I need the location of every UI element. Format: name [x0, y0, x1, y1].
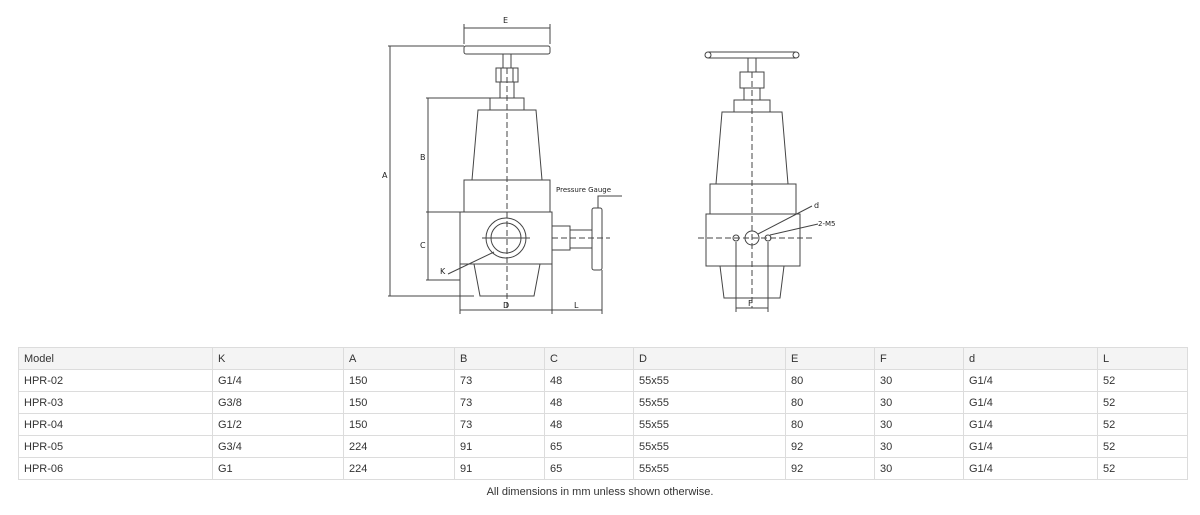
- table-row: HPR-05 G3/4 224 91 65 55x55 92 30 G1/4 5…: [18, 435, 1188, 458]
- table-cell: 55x55: [633, 457, 786, 480]
- column-header-c: C: [544, 347, 634, 370]
- regulator-drawing-svg: Pressure Gauge E A B C K: [382, 16, 835, 314]
- column-header-port-d: d: [963, 347, 1098, 370]
- table-cell: G1/4: [963, 457, 1098, 480]
- column-header-l: L: [1097, 347, 1188, 370]
- table-row: HPR-02 G1/4 150 73 48 55x55 80 30 G1/4 5…: [18, 369, 1188, 392]
- table-cell: 80: [785, 369, 875, 392]
- table-cell: 91: [454, 457, 545, 480]
- table-cell: G3/4: [212, 435, 344, 458]
- table-cell: 73: [454, 391, 545, 414]
- table-header-row: Model K A B C D E F d L: [18, 347, 1188, 370]
- dim-label-l: L: [574, 301, 579, 310]
- table-cell: 150: [343, 413, 455, 436]
- column-header-b: B: [454, 347, 545, 370]
- table-cell: 52: [1097, 457, 1188, 480]
- table-cell: G1/4: [963, 391, 1098, 414]
- table-cell: HPR-03: [18, 391, 213, 414]
- table-cell: G1/4: [963, 413, 1098, 436]
- table-cell: 92: [785, 435, 875, 458]
- dimensions-footnote: All dimensions in mm unless shown otherw…: [486, 486, 714, 498]
- dim-label-c: C: [420, 241, 426, 250]
- pressure-gauge-label: Pressure Gauge: [556, 186, 611, 194]
- table-cell: 52: [1097, 413, 1188, 436]
- table-cell: 92: [785, 457, 875, 480]
- table-cell: G1: [212, 457, 344, 480]
- front-view: Pressure Gauge E A B C K: [382, 16, 622, 314]
- table-row: HPR-03 G3/8 150 73 48 55x55 80 30 G1/4 5…: [18, 391, 1188, 414]
- column-header-f: F: [874, 347, 964, 370]
- table-cell: 91: [454, 435, 545, 458]
- table-cell: HPR-02: [18, 369, 213, 392]
- column-header-model: Model: [18, 347, 213, 370]
- table-cell: 80: [785, 413, 875, 436]
- table-cell: 52: [1097, 391, 1188, 414]
- table-cell: G3/8: [212, 391, 344, 414]
- table-cell: 55x55: [633, 435, 786, 458]
- table-cell: HPR-05: [18, 435, 213, 458]
- table-cell: 73: [454, 369, 545, 392]
- table-cell: 55x55: [633, 413, 786, 436]
- table-cell: G1/2: [212, 413, 344, 436]
- table-cell: 48: [544, 369, 634, 392]
- table-cell: 80: [785, 391, 875, 414]
- table-cell: HPR-06: [18, 457, 213, 480]
- table-cell: G1/4: [963, 369, 1098, 392]
- table-cell: 30: [874, 369, 964, 392]
- table-cell: 55x55: [633, 369, 786, 392]
- dim-label-d: D: [503, 301, 509, 310]
- table-cell: 52: [1097, 369, 1188, 392]
- table-row: HPR-06 G1 224 91 65 55x55 92 30 G1/4 52: [18, 457, 1188, 480]
- dim-label-f: F: [748, 299, 753, 308]
- dim-label-d-port: d: [814, 201, 819, 210]
- dim-label-holes: 2-M5: [818, 220, 835, 228]
- table-cell: 55x55: [633, 391, 786, 414]
- table-cell: 48: [544, 391, 634, 414]
- dim-label-e: E: [503, 16, 508, 25]
- column-header-a: A: [343, 347, 455, 370]
- table-cell: 224: [343, 457, 455, 480]
- column-header-e: E: [785, 347, 875, 370]
- table-cell: 150: [343, 369, 455, 392]
- column-header-k: K: [212, 347, 344, 370]
- table-cell: 65: [544, 457, 634, 480]
- dim-label-k: K: [440, 267, 446, 276]
- dim-label-b: B: [420, 153, 426, 162]
- table-cell: 48: [544, 413, 634, 436]
- table-cell: G1/4: [212, 369, 344, 392]
- table-cell: HPR-04: [18, 413, 213, 436]
- table-cell: 30: [874, 435, 964, 458]
- column-header-d: D: [633, 347, 786, 370]
- dim-label-a: A: [382, 171, 388, 180]
- table-cell: 65: [544, 435, 634, 458]
- table-cell: 52: [1097, 435, 1188, 458]
- table-cell: G1/4: [963, 435, 1098, 458]
- spec-table: Model K A B C D E F d L HPR-02 G1/4 150 …: [18, 347, 1188, 480]
- table-cell: 224: [343, 435, 455, 458]
- table-row: HPR-04 G1/2 150 73 48 55x55 80 30 G1/4 5…: [18, 413, 1188, 436]
- technical-drawing: Pressure Gauge E A B C K: [360, 8, 880, 330]
- table-cell: 30: [874, 457, 964, 480]
- table-cell: 73: [454, 413, 545, 436]
- table-cell: 30: [874, 413, 964, 436]
- side-view: d 2-M5 F: [698, 51, 835, 312]
- table-cell: 150: [343, 391, 455, 414]
- table-cell: 30: [874, 391, 964, 414]
